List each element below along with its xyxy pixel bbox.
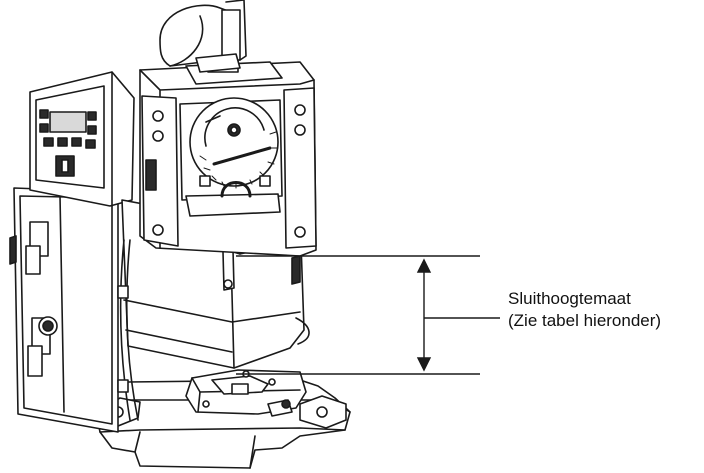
see-table-note: (Zie tabel hieronder)	[508, 311, 662, 330]
control-box	[29, 71, 135, 207]
upper-frame	[139, 59, 317, 257]
reel	[159, 0, 247, 73]
machine-base	[95, 369, 351, 469]
dimension-arrow-icon	[416, 258, 432, 372]
side-door	[9, 187, 119, 433]
shut-height-label: Sluithoogtemaat	[508, 289, 631, 308]
control-display	[49, 111, 87, 133]
dimension-lines	[236, 255, 500, 375]
